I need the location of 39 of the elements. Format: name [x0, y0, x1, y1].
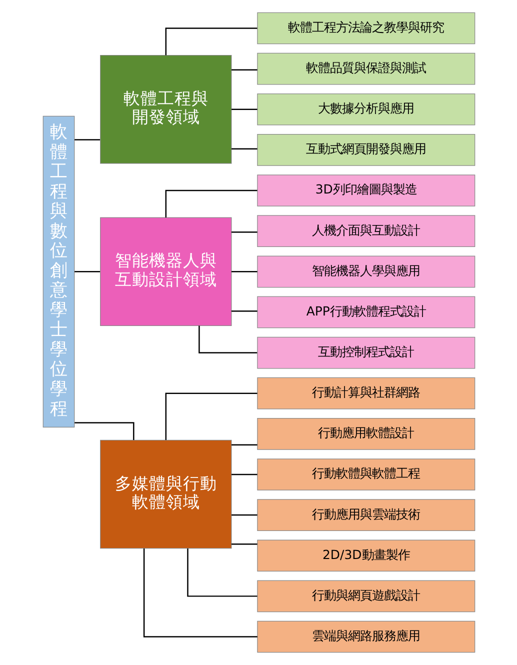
node-box: 軟體工程與數位創意學士學位學程: [42, 116, 74, 428]
node-box: 軟體工程方法論之教學與研究: [256, 12, 475, 44]
node-box: 行動與網頁遊戲設計: [256, 580, 475, 612]
node-box: 行動應用與雲端技術: [256, 499, 475, 531]
node-box: 行動軟體與軟體工程: [256, 458, 475, 490]
node-box: 互動式網頁開發與應用: [256, 134, 475, 166]
node-box: 行動應用軟體設計: [256, 418, 475, 450]
connector: [230, 310, 257, 312]
node-box: 行動計算與社群網路: [256, 377, 475, 410]
connector: [230, 271, 257, 272]
connector: [230, 108, 257, 110]
connector: [230, 148, 257, 150]
connector: [164, 392, 257, 440]
node-box: 軟體工程與開發領域: [100, 54, 232, 164]
node-box: 2D/3D動畫製作: [256, 540, 475, 572]
node-box: 多媒體與行動軟體領域: [100, 440, 232, 549]
connector: [164, 28, 257, 56]
connector: [230, 69, 257, 70]
connector: [74, 271, 100, 272]
connector: [164, 190, 257, 218]
connector: [198, 326, 257, 354]
node-box: 軟體品質與保證與測試: [256, 52, 475, 85]
node-box: 人機介面與互動設計: [256, 215, 475, 247]
connector: [230, 444, 257, 446]
connector: [230, 474, 257, 476]
connector: [142, 548, 257, 638]
node-box: 互動控制程式設計: [256, 336, 475, 369]
connector: [186, 548, 257, 597]
node-box: 大數據分析與應用: [256, 93, 475, 126]
connector: [74, 139, 100, 140]
node-box: 雲端與網路服務應用: [256, 620, 475, 653]
connector: [230, 514, 257, 516]
node-box: APP行動軟體程式設計: [256, 296, 475, 328]
connector: [230, 544, 257, 545]
node-box: 3D列印繪圖與製造: [256, 174, 475, 206]
node-box: 智能機器人學與應用: [256, 256, 475, 288]
node-box: 智能機器人與互動設計領域: [100, 217, 232, 326]
connector: [230, 232, 257, 233]
connector: [74, 422, 134, 440]
